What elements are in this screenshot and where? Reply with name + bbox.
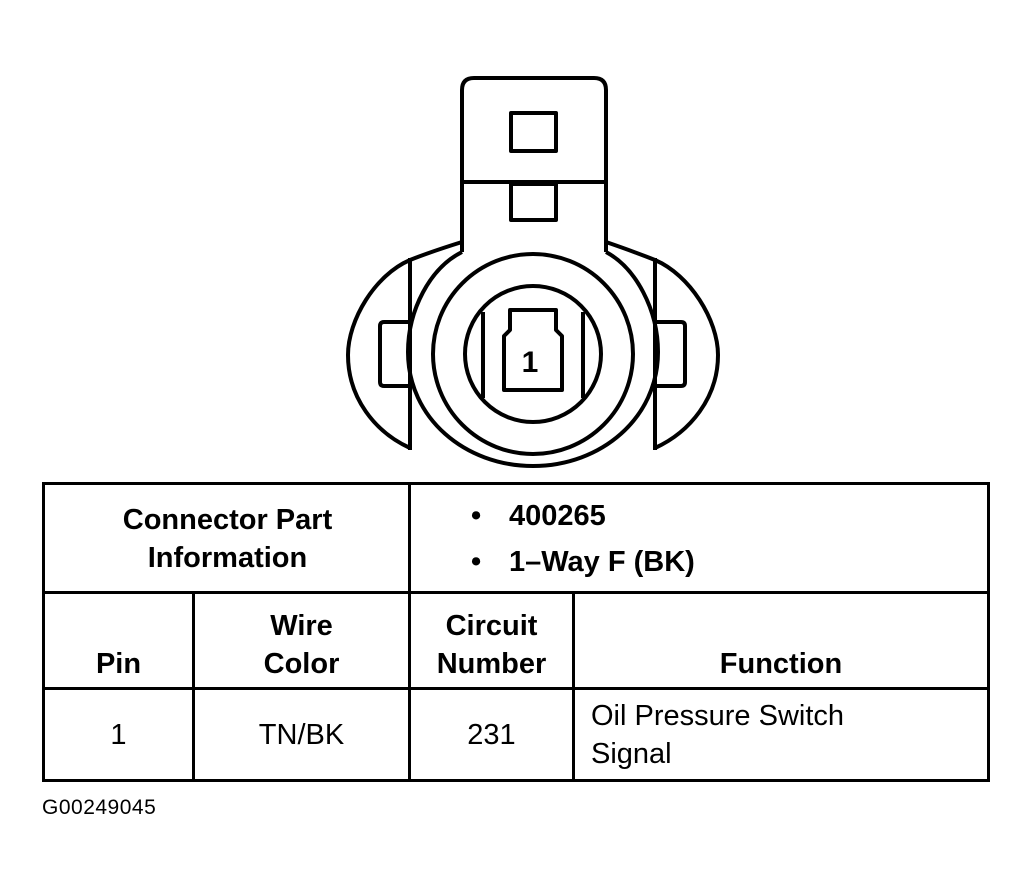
table-divider — [45, 591, 987, 594]
column-header-pin: Pin — [45, 595, 192, 689]
left-shoulder — [409, 240, 463, 262]
function-value-line1: Oil Pressure Switch — [591, 700, 845, 732]
right-shoulder — [605, 240, 656, 262]
pin-header-label: Pin — [95, 648, 142, 680]
table-divider — [192, 591, 195, 779]
latch-window-upper — [509, 111, 558, 153]
left-lock-ear — [378, 320, 410, 388]
bullet-icon: • — [471, 546, 482, 578]
terminal-bore — [463, 284, 603, 424]
bullet-icon: • — [471, 500, 482, 532]
circuit-header-line1: Circuit — [445, 610, 538, 642]
connector-type-item: • 1–Way F (BK) — [471, 539, 987, 585]
row-pin-cell: 1 — [45, 691, 192, 779]
table-divider — [408, 485, 411, 779]
part-info-label-line2: Information — [147, 542, 308, 574]
housing-ring-inner — [431, 252, 635, 456]
cavity-number-label: 1 — [522, 346, 539, 379]
column-header-wire-color: Wire Color — [195, 595, 408, 689]
column-header-function: Function — [575, 595, 987, 689]
part-info-label-line1: Connector Part — [122, 504, 333, 536]
housing-ring-outer — [406, 250, 660, 468]
connector-face-diagram: 1 — [346, 76, 720, 468]
connector-info-table: Connector Part Information • 400265 • 1–Wa… — [42, 482, 990, 782]
circuit-header-line2: Number — [436, 648, 547, 680]
right-lock-ear — [655, 320, 687, 388]
function-value-line2: Signal — [591, 738, 672, 770]
latch-window-lower — [509, 182, 558, 222]
wire-color-header-line2: Color — [263, 648, 340, 680]
row-circuit-cell: 231 — [411, 691, 572, 779]
wire-color-header-line1: Wire — [270, 610, 333, 642]
circuit-value: 231 — [467, 719, 516, 751]
connector-type: 1–Way F (BK) — [509, 546, 695, 578]
row-wire-color-cell: TN/BK — [195, 691, 408, 779]
figure-code: G00249045 — [42, 796, 157, 819]
connector-outer-shell — [346, 258, 411, 450]
part-info-values: • 400265 • 1–Way F (BK) — [413, 485, 987, 593]
part-number: 400265 — [509, 500, 606, 532]
part-info-label: Connector Part Information — [45, 485, 410, 593]
pin-value: 1 — [110, 719, 127, 751]
column-header-circuit-number: Circuit Number — [411, 595, 572, 689]
row-function-cell: Oil Pressure Switch Signal — [575, 691, 987, 779]
latch-tab — [460, 76, 608, 252]
terminal-cavity-1 — [502, 308, 564, 392]
table-divider — [45, 687, 987, 690]
connector-outer-shell-right — [654, 258, 720, 450]
wire-color-value: TN/BK — [258, 719, 345, 751]
function-header-label: Function — [719, 648, 843, 680]
table-divider — [572, 591, 575, 779]
part-number-item: • 400265 — [471, 493, 987, 539]
